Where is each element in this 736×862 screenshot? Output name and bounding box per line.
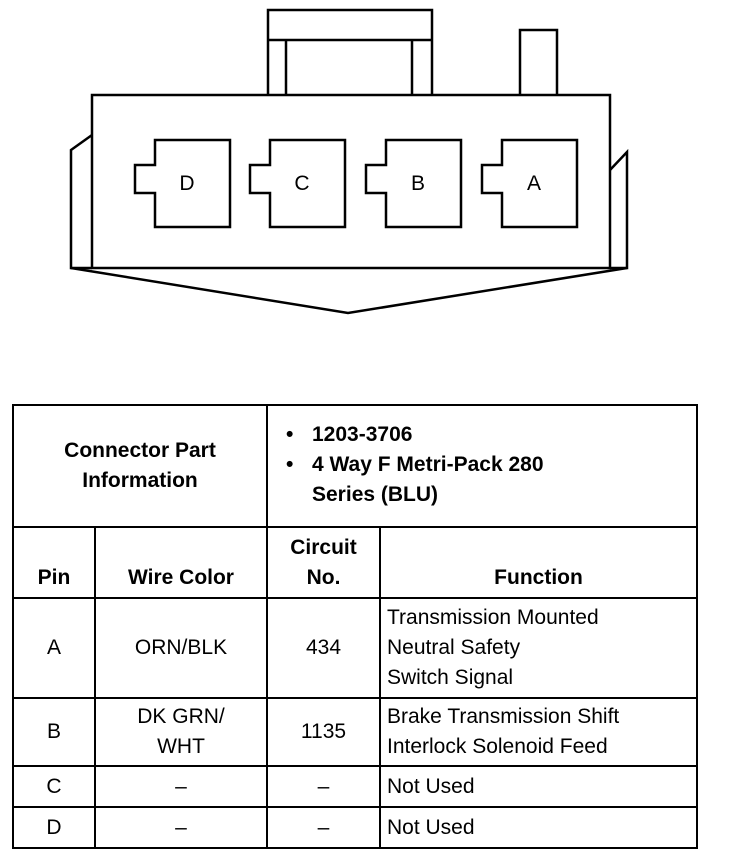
part-info-label-line1: Connector Part — [64, 439, 216, 462]
cavity-label: B — [411, 172, 425, 195]
function-cell: Transmission Mounted Neutral Safety Swit… — [379, 597, 698, 699]
connector-bottom-chevron — [70, 266, 628, 315]
function-line: Brake Transmission Shift — [387, 705, 620, 728]
cavity-b — [364, 138, 463, 229]
wire-color-line: DK GRN/ — [137, 705, 225, 728]
part-info-label-cell: Connector Part Information — [12, 404, 268, 528]
circuit-cell: 1135 — [266, 697, 381, 767]
wire-color-line: ORN/BLK — [134, 636, 228, 659]
connector-lock-tab-inner — [268, 38, 432, 95]
pin-cell: C — [12, 765, 96, 808]
wire-color-line: – — [175, 815, 187, 839]
function-cell: Brake Transmission Shift Interlock Solen… — [379, 697, 698, 767]
header-pin: Pin — [12, 526, 96, 599]
table-row: C – – Not Used — [12, 765, 698, 808]
function-line: Switch Signal — [387, 666, 514, 689]
header-circuit-line1: Circuit — [290, 535, 357, 559]
part-number-text-line1: 4 Way F Metri-Pack 280 — [312, 453, 544, 476]
part-info-values-cell: 1203-3706 4 Way F Metri-Pack 280 Series … — [266, 404, 698, 528]
connector-lock-tab — [266, 8, 434, 95]
cavity-a — [480, 138, 579, 229]
header-wire-color: Wire Color — [94, 526, 268, 599]
wire-color-cell: – — [94, 806, 268, 849]
part-number-text-line2: Series (BLU) — [312, 483, 439, 506]
wire-color-cell: ORN/BLK — [94, 597, 268, 699]
cavity-label: A — [527, 172, 541, 195]
header-circuit-line2: No. — [306, 565, 341, 589]
table-row: B DK GRN/ WHT 1135 Brake Transmission Sh… — [12, 697, 698, 767]
part-number-list: 1203-3706 4 Way F Metri-Pack 280 Series … — [268, 416, 696, 516]
cavity-c — [248, 138, 347, 229]
header-circuit: Circuit No. — [266, 526, 381, 599]
circuit-cell: 434 — [266, 597, 381, 699]
connector-left-latch — [69, 133, 93, 270]
pin-cell: A — [12, 597, 96, 699]
header-function: Function — [379, 526, 698, 599]
circuit-cell: – — [266, 765, 381, 808]
pin-cell: D — [12, 806, 96, 849]
part-info-row: Connector Part Information 1203-3706 4 W… — [12, 404, 698, 528]
wire-color-cell: DK GRN/ WHT — [94, 697, 268, 767]
part-info-label-line2: Information — [82, 469, 198, 492]
part-number-text: 1203-3706 — [312, 423, 413, 446]
wire-color-line: WHT — [157, 735, 205, 758]
part-number-item: 4 Way F Metri-Pack 280 Series (BLU) — [286, 450, 696, 510]
part-number-item: 1203-3706 — [286, 420, 696, 450]
circuit-cell: – — [266, 806, 381, 849]
connector-right-latch — [609, 148, 629, 270]
function-cell: Not Used — [379, 765, 698, 808]
function-line: Transmission Mounted — [387, 606, 599, 629]
cavity-label: C — [294, 172, 309, 195]
cavity-label: D — [179, 172, 194, 195]
connector-body — [90, 93, 612, 270]
function-line: Interlock Solenoid Feed — [387, 735, 608, 758]
table-row: A ORN/BLK 434 Transmission Mounted Neutr… — [12, 597, 698, 699]
pin-cell: B — [12, 697, 96, 767]
function-line: Not Used — [387, 774, 475, 798]
wire-color-cell: – — [94, 765, 268, 808]
function-line: Not Used — [387, 815, 475, 839]
function-line: Neutral Safety — [387, 636, 521, 659]
wire-color-line: – — [175, 774, 187, 798]
function-cell: Not Used — [379, 806, 698, 849]
cavity-d — [133, 138, 232, 229]
pin-table: Connector Part Information 1203-3706 4 W… — [12, 404, 698, 849]
connector-key-post — [518, 28, 559, 95]
header-row: Pin Wire Color Circuit No. Function — [12, 526, 698, 599]
table-row: D – – Not Used — [12, 806, 698, 849]
